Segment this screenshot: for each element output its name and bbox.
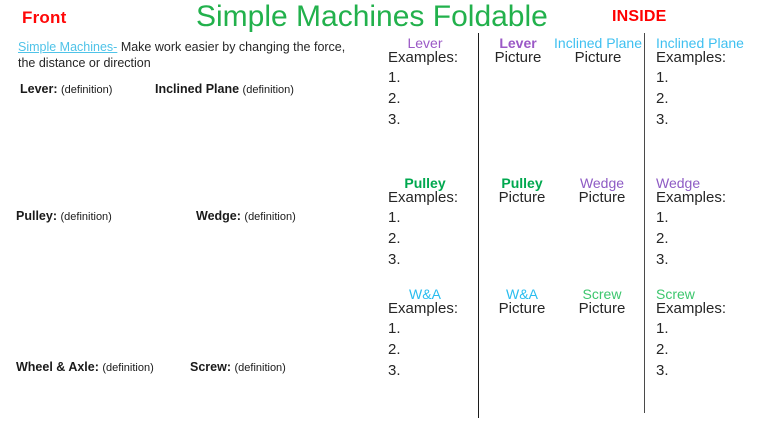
list-item[interactable]: 3. bbox=[656, 251, 669, 269]
examples-block-inclined-plane: Inclined Plane Examples: 1. 2. 3. bbox=[648, 36, 768, 131]
intro-paragraph: Simple Machines- Make work easier by cha… bbox=[18, 39, 358, 72]
examples-heading: Examples: bbox=[388, 300, 459, 317]
picture-row-pulley-wedge: Pulley Picture Wedge Picture bbox=[482, 176, 642, 207]
picture-cell-wedge[interactable]: Wedge Picture bbox=[562, 176, 642, 207]
list-item[interactable]: 1. bbox=[656, 68, 669, 86]
machine-label: Wedge bbox=[656, 175, 701, 191]
examples-heading: Examples: bbox=[388, 189, 459, 206]
definition-term: Wedge: bbox=[196, 209, 241, 223]
list-item[interactable]: 2. bbox=[656, 90, 669, 108]
definition-pulley: Pulley: (definition) bbox=[16, 209, 112, 223]
list-item[interactable]: 3. bbox=[388, 251, 401, 269]
examples-heading: Examples: bbox=[656, 300, 727, 317]
machine-label: Lever bbox=[407, 35, 443, 51]
list-item[interactable]: 3. bbox=[656, 111, 669, 129]
picture-placeholder: Picture bbox=[494, 49, 542, 66]
list-item[interactable]: 3. bbox=[388, 111, 401, 129]
definition-lever: Lever: (definition) bbox=[20, 82, 112, 96]
machine-label: Pulley bbox=[501, 175, 543, 191]
inside-side-label: INSIDE bbox=[612, 8, 667, 25]
definition-value[interactable]: (definition) bbox=[242, 84, 294, 96]
list-item[interactable]: 2. bbox=[388, 341, 401, 359]
examples-list: 1. 2. 3. bbox=[380, 67, 478, 131]
examples-column-left: Lever Examples: 1. 2. 3. Pulley Examples… bbox=[380, 36, 478, 433]
picture-placeholder: Picture bbox=[498, 300, 546, 317]
list-item[interactable]: 1. bbox=[388, 208, 401, 226]
front-panel: Simple Machines- Make work easier by cha… bbox=[0, 36, 378, 433]
definition-wedge: Wedge: (definition) bbox=[196, 209, 296, 223]
list-item[interactable]: 3. bbox=[388, 362, 401, 380]
list-item[interactable]: 2. bbox=[656, 341, 669, 359]
definition-term: Inclined Plane bbox=[155, 82, 240, 96]
examples-block-wedge: Wedge Examples: 1. 2. 3. bbox=[648, 176, 768, 271]
fold-divider-left bbox=[478, 33, 479, 418]
picture-cell-screw[interactable]: Screw Picture bbox=[562, 287, 642, 318]
picture-placeholder: Picture bbox=[578, 300, 626, 317]
examples-list: 1. 2. 3. bbox=[648, 318, 768, 382]
examples-heading: Examples: bbox=[656, 49, 727, 66]
picture-cell-wheel-and-axle[interactable]: W&A Picture bbox=[482, 287, 562, 318]
definition-term: Lever: bbox=[20, 82, 58, 96]
definition-value[interactable]: (definition) bbox=[234, 362, 286, 374]
examples-heading: Examples: bbox=[388, 49, 459, 66]
definition-screw: Screw: (definition) bbox=[190, 360, 286, 374]
picture-cell-pulley[interactable]: Pulley Picture bbox=[482, 176, 562, 207]
picture-placeholder: Picture bbox=[574, 49, 622, 66]
picture-row-lever-inclined-plane: Lever Picture Inclined Plane Picture bbox=[482, 36, 642, 67]
definition-value[interactable]: (definition) bbox=[61, 84, 113, 96]
machine-label: W&A bbox=[409, 286, 441, 302]
definition-value[interactable]: (definition) bbox=[102, 362, 154, 374]
front-side-label: Front bbox=[22, 8, 67, 27]
page-title: Simple Machines Foldable bbox=[196, 0, 548, 33]
machine-label: Screw bbox=[582, 286, 622, 302]
examples-list: 1. 2. 3. bbox=[648, 67, 768, 131]
examples-column-right: Inclined Plane Examples: 1. 2. 3. Wedge … bbox=[648, 36, 768, 433]
list-item[interactable]: 1. bbox=[388, 319, 401, 337]
machine-label: Inclined Plane bbox=[554, 35, 642, 51]
examples-block-pulley: Pulley Examples: 1. 2. 3. bbox=[380, 176, 478, 271]
machine-label: Lever bbox=[499, 35, 537, 51]
examples-heading: Examples: bbox=[656, 189, 727, 206]
machine-label: Pulley bbox=[404, 175, 446, 191]
picture-placeholder: Picture bbox=[578, 189, 626, 206]
machine-label: Screw bbox=[656, 286, 695, 302]
machine-label: Wedge bbox=[579, 175, 625, 191]
simple-machines-link[interactable]: Simple Machines- bbox=[18, 40, 118, 54]
definition-value[interactable]: (definition) bbox=[244, 211, 296, 223]
machine-label: Inclined Plane bbox=[656, 35, 744, 51]
list-item[interactable]: 1. bbox=[656, 319, 669, 337]
intro-definition-text: Make work easier by changing the force, … bbox=[18, 40, 346, 71]
definition-value[interactable]: (definition) bbox=[60, 211, 112, 223]
list-item[interactable]: 2. bbox=[656, 230, 669, 248]
definition-inclined-plane: Inclined Plane (definition) bbox=[155, 82, 294, 96]
list-item[interactable]: 3. bbox=[656, 362, 669, 380]
definition-term: Wheel & Axle: bbox=[16, 360, 99, 374]
list-item[interactable]: 1. bbox=[656, 208, 669, 226]
definition-term: Pulley: bbox=[16, 209, 57, 223]
picture-row-wheel-axle-screw: W&A Picture Screw Picture bbox=[482, 287, 642, 318]
list-item[interactable]: 1. bbox=[388, 68, 401, 86]
examples-list: 1. 2. 3. bbox=[648, 207, 768, 271]
list-item[interactable]: 2. bbox=[388, 90, 401, 108]
examples-list: 1. 2. 3. bbox=[380, 207, 478, 271]
examples-block-lever: Lever Examples: 1. 2. 3. bbox=[380, 36, 478, 131]
definition-term: Screw: bbox=[190, 360, 231, 374]
list-item[interactable]: 2. bbox=[388, 230, 401, 248]
picture-placeholder: Picture bbox=[498, 189, 546, 206]
machine-label: W&A bbox=[506, 286, 538, 302]
pictures-column: Lever Picture Inclined Plane Picture Pul… bbox=[482, 36, 642, 433]
definition-wheel-and-axle: Wheel & Axle: (definition) bbox=[16, 360, 154, 374]
fold-divider-right bbox=[644, 33, 645, 413]
picture-cell-lever[interactable]: Lever Picture bbox=[482, 36, 554, 67]
examples-block-screw: Screw Examples: 1. 2. 3. bbox=[648, 287, 768, 382]
picture-cell-inclined-plane[interactable]: Inclined Plane Picture bbox=[554, 36, 642, 67]
examples-block-wheel-and-axle: W&A Examples: 1. 2. 3. bbox=[380, 287, 478, 382]
examples-list: 1. 2. 3. bbox=[380, 318, 478, 382]
